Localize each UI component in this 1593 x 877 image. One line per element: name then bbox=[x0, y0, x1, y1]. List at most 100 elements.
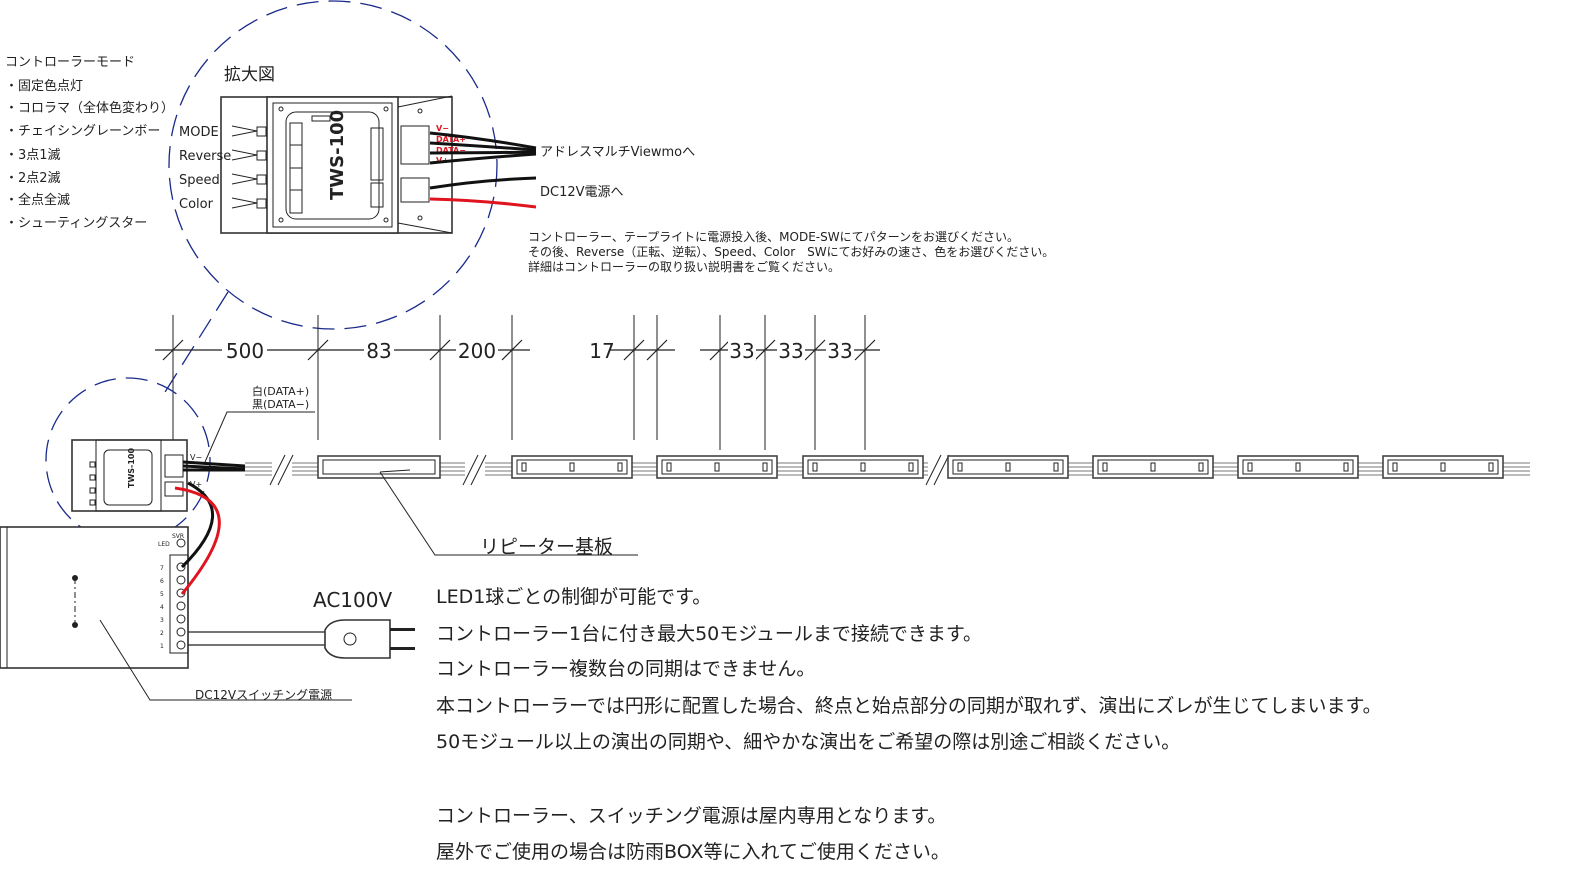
mode-item: ・3点1滅 bbox=[5, 148, 61, 163]
svg-text:TWS-100: TWS-100 bbox=[127, 448, 136, 488]
svg-text:コントローラー、テープライトに電源投入後、MODE-SWにて: コントローラー、テープライトに電源投入後、MODE-SWにてパターンをお選びくだ… bbox=[528, 229, 1019, 244]
svg-text:詳細はコントローラーの取り扱い説明書をご覧ください。: 詳細はコントローラーの取り扱い説明書をご覧ください。 bbox=[528, 259, 840, 274]
terminal-screw bbox=[176, 640, 186, 650]
led-chip bbox=[1053, 462, 1059, 472]
model-label: TWS-100 bbox=[327, 110, 348, 200]
led-chip bbox=[1440, 462, 1446, 472]
led-module bbox=[656, 455, 778, 479]
led-strip bbox=[245, 454, 1530, 486]
terminal-number: 2 bbox=[160, 630, 164, 637]
dimension-33: 33 bbox=[778, 339, 803, 363]
wire-label-white: 白(DATA+) bbox=[252, 384, 309, 398]
dimension-200: 200 bbox=[458, 339, 496, 363]
terminal-number: 4 bbox=[160, 604, 164, 611]
enlarged-view-circle bbox=[168, 0, 498, 330]
led-chip bbox=[860, 462, 866, 472]
mode-item: ・チェイシングレーンボー bbox=[5, 124, 160, 139]
terminal-screw bbox=[176, 601, 186, 611]
zoom-leader-line bbox=[159, 291, 229, 401]
mode-list-title: コントローラーモード bbox=[5, 55, 135, 70]
notes: LED1球ごとの制御が可能です。 コントローラー1台に付き最大50モジュールまで… bbox=[436, 586, 1382, 863]
controller-small: TWS-100 bbox=[71, 439, 188, 512]
terminal-data-minus: DATA− bbox=[436, 146, 466, 155]
svg-text:LED: LED bbox=[158, 541, 170, 548]
repeater-label: リピーター基板 bbox=[480, 536, 613, 558]
mode-item: ・シューティングスター bbox=[5, 216, 147, 231]
dimension-83: 83 bbox=[366, 339, 391, 363]
led-chip bbox=[762, 462, 768, 472]
led-chip bbox=[1102, 462, 1108, 472]
svg-text:屋外でご使用の場合は防雨BOX等に入れてご使用ください。: 屋外でご使用の場合は防雨BOX等に入れてご使用ください。 bbox=[436, 841, 950, 863]
led-chip bbox=[957, 462, 963, 472]
mode-item: ・固定色点灯 bbox=[5, 78, 83, 94]
mode-list: コントローラーモード ・固定色点灯 ・コロラマ（全体色変わり） ・チェイシングレ… bbox=[5, 55, 174, 231]
terminal-screw bbox=[176, 588, 186, 598]
ac-cord bbox=[188, 631, 325, 646]
svg-text:本コントローラーでは円形に配置した場合、終点と始点部分の同期: 本コントローラーでは円形に配置した場合、終点と始点部分の同期が取れず、演出にズレ… bbox=[436, 695, 1382, 717]
led-module bbox=[1092, 455, 1214, 479]
to-viewmo-label: アドレスマルチViewmoへ bbox=[540, 145, 695, 160]
led-chip bbox=[1198, 462, 1204, 472]
black-power-wire bbox=[180, 481, 214, 569]
led-chip bbox=[1150, 462, 1156, 472]
dimension-33: 33 bbox=[729, 339, 754, 363]
wire-label-black: 黒(DATA−) bbox=[252, 398, 309, 411]
terminal-screw bbox=[176, 614, 186, 624]
repeater-leader bbox=[379, 469, 638, 556]
svg-text:V−: V− bbox=[190, 453, 202, 462]
led-chip bbox=[1295, 462, 1301, 472]
led-chip bbox=[714, 462, 720, 472]
led-chip bbox=[569, 462, 575, 472]
led-module bbox=[1382, 455, 1504, 479]
mode-item: ・全点全滅 bbox=[5, 192, 70, 208]
mode-item: ・2点2滅 bbox=[5, 171, 61, 186]
led-chip bbox=[1488, 462, 1494, 472]
svg-text:コントローラー、スイッチング電源は屋内専用となります。: コントローラー、スイッチング電源は屋内専用となります。 bbox=[436, 805, 946, 827]
to-power-label: DC12V電源へ bbox=[540, 185, 624, 200]
led-module bbox=[1237, 455, 1359, 479]
mode-item: ・コロラマ（全体色変わり） bbox=[5, 100, 174, 116]
power-supply-label: DC12Vスイッチング電源 bbox=[195, 688, 332, 702]
enlarged-title: 拡大図 bbox=[224, 65, 275, 85]
led-chip bbox=[1343, 462, 1349, 472]
dimension-line bbox=[155, 315, 880, 450]
terminal-screw bbox=[176, 627, 186, 637]
terminal-number: 1 bbox=[160, 643, 164, 650]
led-module bbox=[947, 455, 1069, 479]
led-chip bbox=[1247, 462, 1253, 472]
led-chip bbox=[1005, 462, 1011, 472]
svg-text:コントローラー1台に付き最大50モジュールまで接続できます。: コントローラー1台に付き最大50モジュールまで接続できます。 bbox=[436, 623, 982, 645]
side-buttons bbox=[231, 125, 267, 209]
led-chip bbox=[617, 462, 623, 472]
terminal-number: 5 bbox=[160, 591, 164, 598]
wire-label-leader bbox=[204, 411, 315, 463]
terminal-number: 3 bbox=[160, 617, 164, 624]
color-button-label: Color bbox=[179, 197, 214, 212]
dimension-33: 33 bbox=[827, 339, 852, 363]
red-power-wire bbox=[174, 486, 221, 595]
svg-text:50モジュール以上の演出の同期や、細やかな演出をご希望の際は: 50モジュール以上の演出の同期や、細やかな演出をご希望の際は別途ご相談ください。 bbox=[436, 731, 1180, 753]
power-supply-leader bbox=[99, 619, 352, 701]
ac-voltage-label: AC100V bbox=[313, 588, 392, 612]
svg-text:コントローラー複数台の同期はできません。: コントローラー複数台の同期はできません。 bbox=[436, 658, 815, 680]
terminal-number: 7 bbox=[160, 565, 164, 572]
svg-text:その後、Reverse（正転、逆転）、Speed、Color: その後、Reverse（正転、逆転）、Speed、Color SWにてお好みの速… bbox=[528, 244, 1054, 259]
led-chip bbox=[521, 462, 527, 472]
svg-text:LED1球ごとの制御が可能です。: LED1球ごとの制御が可能です。 bbox=[436, 586, 711, 608]
led-module bbox=[511, 455, 633, 479]
repeater-board bbox=[317, 455, 441, 479]
ac-plug-icon bbox=[324, 619, 415, 659]
led-chip bbox=[812, 462, 818, 472]
terminal-screw bbox=[176, 562, 186, 572]
led-chip bbox=[1392, 462, 1398, 472]
controller-enlarged: TWS-100 bbox=[220, 95, 453, 234]
terminal-screw bbox=[176, 575, 186, 585]
dimension-17: 17 bbox=[589, 339, 614, 363]
led-chip bbox=[908, 462, 914, 472]
svg-text:SVR: SVR bbox=[172, 533, 184, 540]
led-module bbox=[802, 455, 924, 479]
dimension-500: 500 bbox=[226, 339, 264, 363]
terminal-v-minus: V− bbox=[436, 124, 449, 133]
